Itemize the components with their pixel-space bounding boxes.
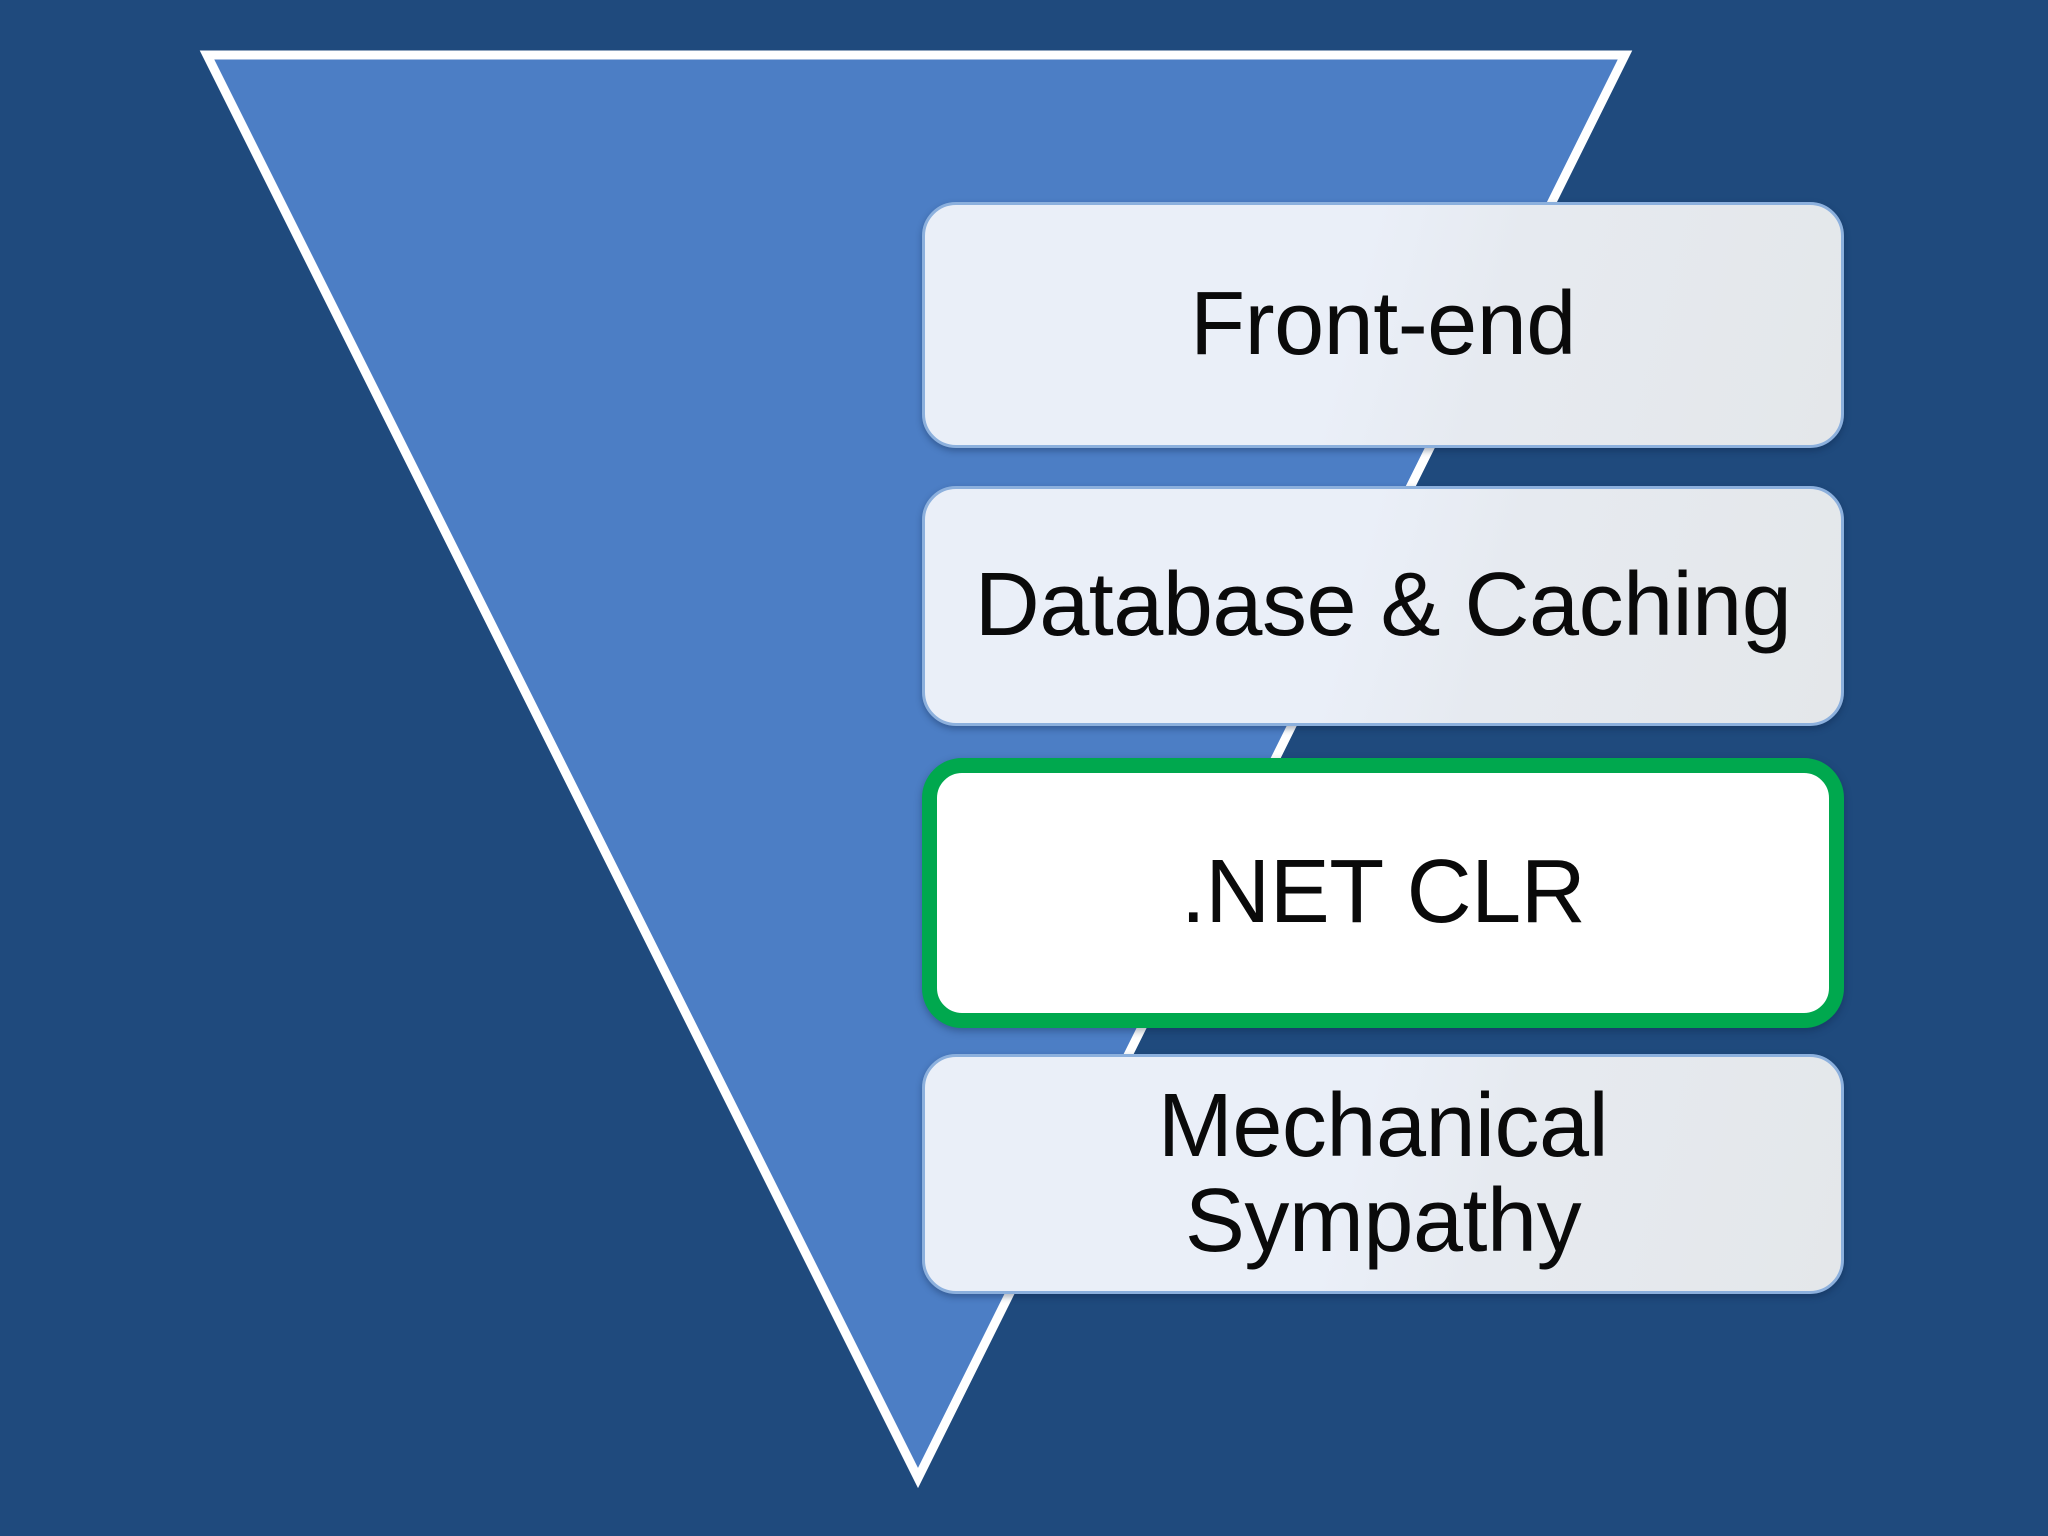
stack-item-frontend-label: Front-end (1190, 274, 1576, 375)
stack-item-database-caching-label: Database & Caching (974, 555, 1792, 656)
stack-item-dotnet-clr-label: .NET CLR (1180, 842, 1586, 943)
stack-item-database-caching[interactable]: Database & Caching (922, 486, 1844, 726)
stack-item-dotnet-clr[interactable]: .NET CLR (922, 758, 1844, 1028)
stack-item-mechanical-sympathy-label: Mechanical Sympathy (1157, 1075, 1609, 1271)
stack-item-frontend[interactable]: Front-end (922, 202, 1844, 448)
stack-item-mechanical-sympathy[interactable]: Mechanical Sympathy (922, 1054, 1844, 1294)
